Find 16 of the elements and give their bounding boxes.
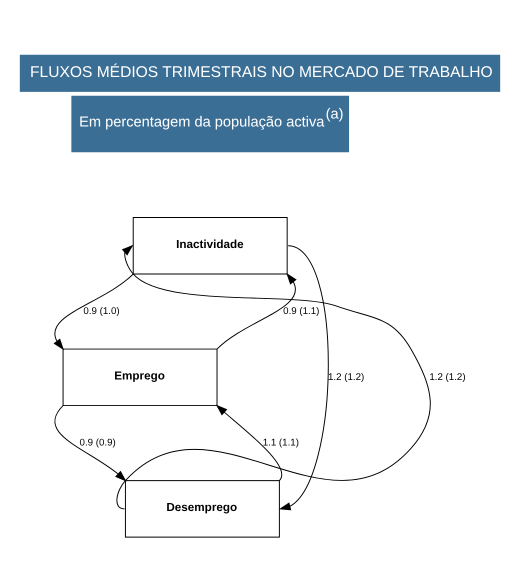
- diagram-title: FLUXOS MÉDIOS TRIMESTRAIS NO MERCADO DE TRABALHO: [30, 64, 493, 82]
- edge-label: 0.9 (0.9): [80, 438, 116, 449]
- arrow: [54, 274, 134, 350]
- arrow: [216, 272, 297, 350]
- edge-label: 1.2 (1.2): [328, 372, 364, 383]
- node-box: Inactividade: [132, 217, 288, 275]
- edge-label: 0.9 (1.0): [83, 306, 120, 317]
- edge-label: 0.9 (1.1): [283, 306, 320, 317]
- arrow: [278, 245, 329, 510]
- node-box: Desemprego: [124, 480, 280, 538]
- edge-label: 1.1 (1.1): [262, 438, 299, 449]
- edge-label: 1.2 (1.2): [429, 372, 466, 383]
- arrow: [216, 404, 282, 482]
- node-box: Emprego: [62, 348, 218, 406]
- arrow: [116, 244, 431, 510]
- arrow: [54, 405, 127, 482]
